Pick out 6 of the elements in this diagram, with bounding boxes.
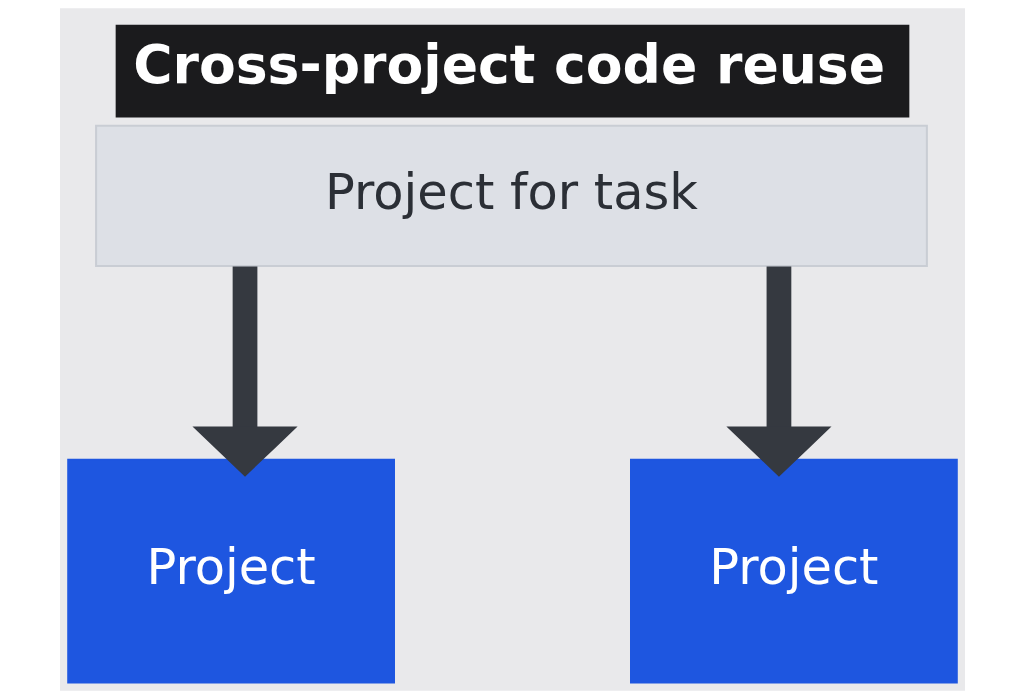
node-box: Project for task <box>94 124 928 268</box>
arrow <box>191 266 298 477</box>
diagram-title: Cross-project code reuse <box>132 33 885 97</box>
arrow <box>725 266 832 477</box>
node-box: Project <box>629 458 958 684</box>
node-box: Project <box>66 458 395 684</box>
